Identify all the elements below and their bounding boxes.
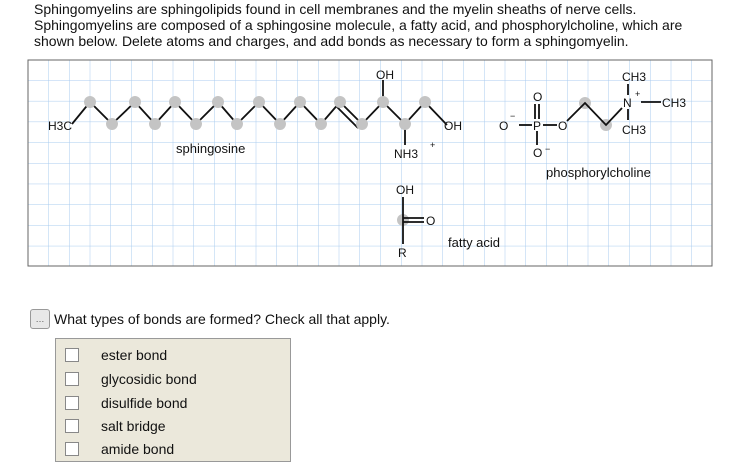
checkbox[interactable] xyxy=(65,419,79,433)
checkbox[interactable] xyxy=(65,396,79,410)
instructions: Sphingomyelins are sphingolipids found i… xyxy=(34,1,734,49)
atom-r[interactable]: R xyxy=(398,246,407,260)
charge-minus[interactable]: − xyxy=(510,111,515,121)
option-label: amide bond xyxy=(101,441,175,457)
atom-oh[interactable]: OH xyxy=(396,183,414,197)
fatty-acid-label: fatty acid xyxy=(448,235,500,250)
atom-o[interactable]: O xyxy=(533,90,542,104)
option-label: glycosidic bond xyxy=(101,371,197,387)
answer-options-panel: ester bond glycosidic bond disulfide bon… xyxy=(55,338,291,462)
instruction-line: shown below. Delete atoms and charges, a… xyxy=(34,33,629,49)
atom-o[interactable]: O xyxy=(558,119,567,133)
instruction-line: Sphingomyelins are sphingolipids found i… xyxy=(34,1,637,17)
phosphorylcholine-label: phosphorylcholine xyxy=(546,165,651,180)
atom-ch3[interactable]: CH3 xyxy=(662,96,686,110)
atom-o[interactable]: O xyxy=(426,214,435,228)
option-amide-bond[interactable]: amide bond xyxy=(65,441,174,457)
checkbox[interactable] xyxy=(65,442,79,456)
fatty-acid-molecule[interactable]: OH O R fatty acid xyxy=(396,183,500,260)
atom-nh3[interactable]: NH3 xyxy=(394,147,418,161)
atom-p[interactable]: P xyxy=(533,119,541,133)
molecule-drawing-canvas[interactable]: H3C OH OH NH3 + sphingosine O − O P O O … xyxy=(0,0,739,300)
instruction-line: Sphingomyelins are composed of a sphingo… xyxy=(34,17,683,33)
grid-background xyxy=(27,59,713,267)
option-salt-bridge[interactable]: salt bridge xyxy=(65,418,166,434)
atom-o[interactable]: O xyxy=(533,146,542,160)
option-label: ester bond xyxy=(101,347,168,363)
phosphorylcholine-molecule[interactable]: O − O P O O − N + CH3 CH3 CH3 phosphoryl… xyxy=(499,70,686,180)
charge-plus[interactable]: + xyxy=(430,140,435,150)
atom-oh[interactable]: OH xyxy=(376,68,394,82)
charge-plus[interactable]: + xyxy=(635,89,640,99)
atom-o[interactable]: O xyxy=(499,119,508,133)
option-label: salt bridge xyxy=(101,418,166,434)
option-ester-bond[interactable]: ester bond xyxy=(65,347,167,363)
question-text: What types of bonds are formed? Check al… xyxy=(54,311,390,327)
atom-ch3[interactable]: CH3 xyxy=(622,123,646,137)
atom-h3c[interactable]: H3C xyxy=(48,119,72,133)
checkbox[interactable] xyxy=(65,372,79,386)
atom-ch3[interactable]: CH3 xyxy=(622,70,646,84)
option-disulfide-bond[interactable]: disulfide bond xyxy=(65,395,187,411)
atom-oh[interactable]: OH xyxy=(444,119,462,133)
comment-icon[interactable]: … xyxy=(30,309,50,329)
question: … What types of bonds are formed? Check … xyxy=(30,309,390,329)
option-glycosidic-bond[interactable]: glycosidic bond xyxy=(65,371,197,387)
checkbox[interactable] xyxy=(65,348,79,362)
option-label: disulfide bond xyxy=(101,395,188,411)
atom-n[interactable]: N xyxy=(623,96,632,110)
sphingosine-label: sphingosine xyxy=(176,141,245,156)
charge-minus[interactable]: − xyxy=(545,144,550,154)
